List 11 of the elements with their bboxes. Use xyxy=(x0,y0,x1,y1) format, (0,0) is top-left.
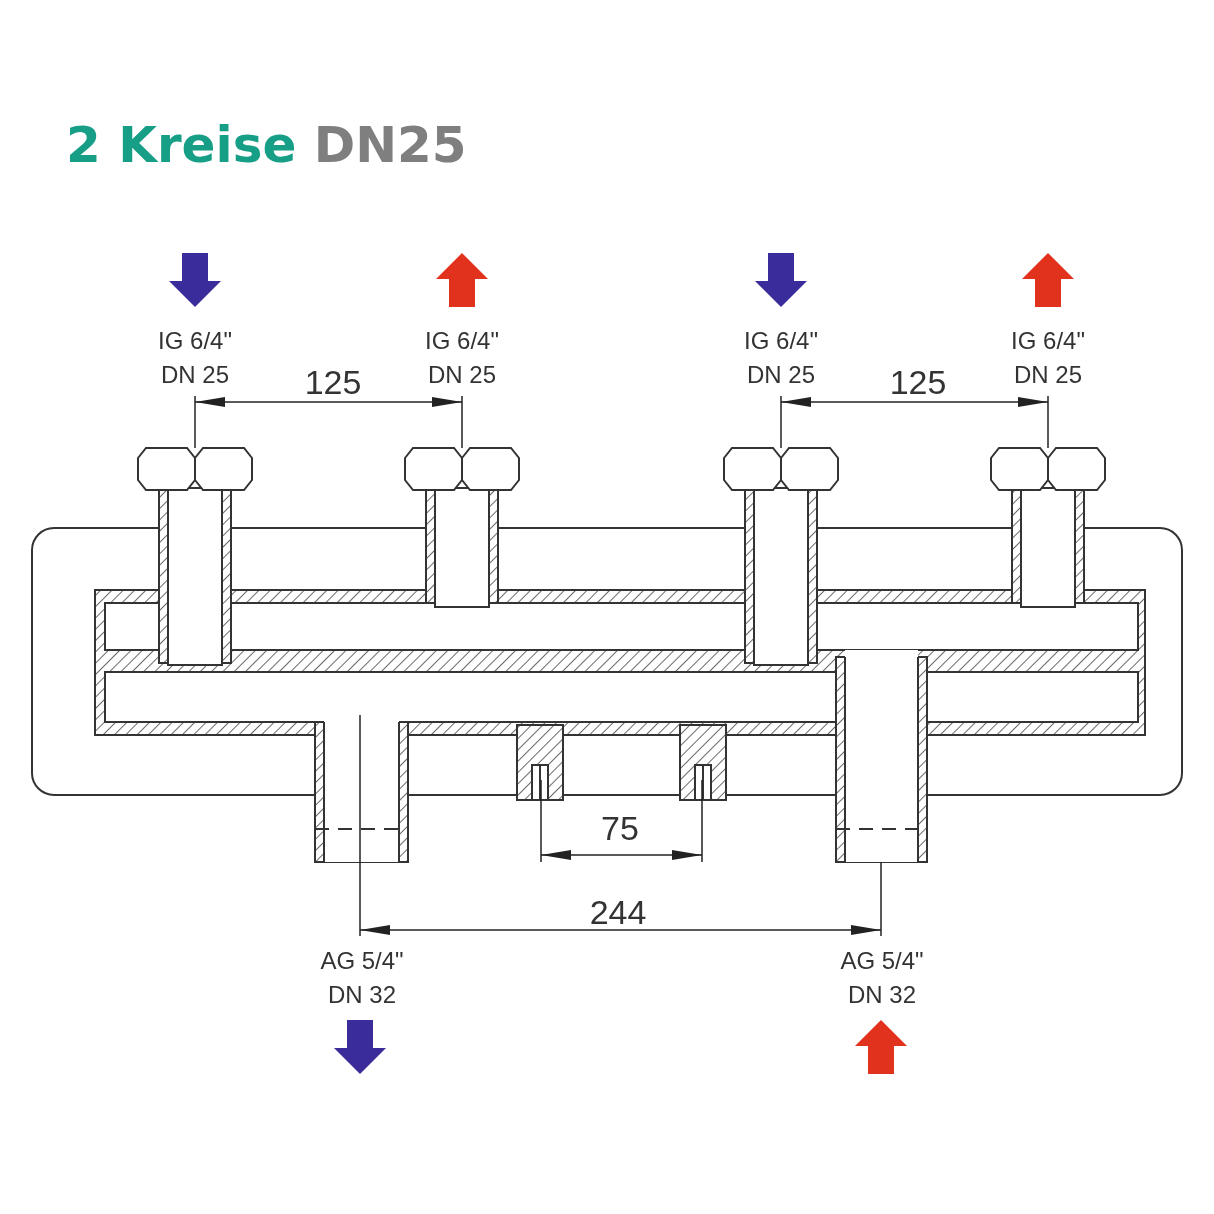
thread-spec-label: AG 5/4" DN 32 xyxy=(319,946,405,1010)
thread-spec-label: AG 5/4" DN 32 xyxy=(839,946,925,1010)
thread-spec-label: IG 6/4" DN 25 xyxy=(743,326,819,390)
dimension-value: 125 xyxy=(303,362,363,402)
dimension-value: 75 xyxy=(600,808,640,848)
thread-spec-label: IG 6/4" DN 25 xyxy=(1010,326,1086,390)
title: 2 Kreise DN25 xyxy=(66,116,467,174)
dimension-value: 244 xyxy=(588,892,648,932)
thread-spec-label: IG 6/4" DN 25 xyxy=(157,326,233,390)
thread-spec-label: IG 6/4" DN 25 xyxy=(424,326,500,390)
dimension-value: 125 xyxy=(888,362,948,402)
